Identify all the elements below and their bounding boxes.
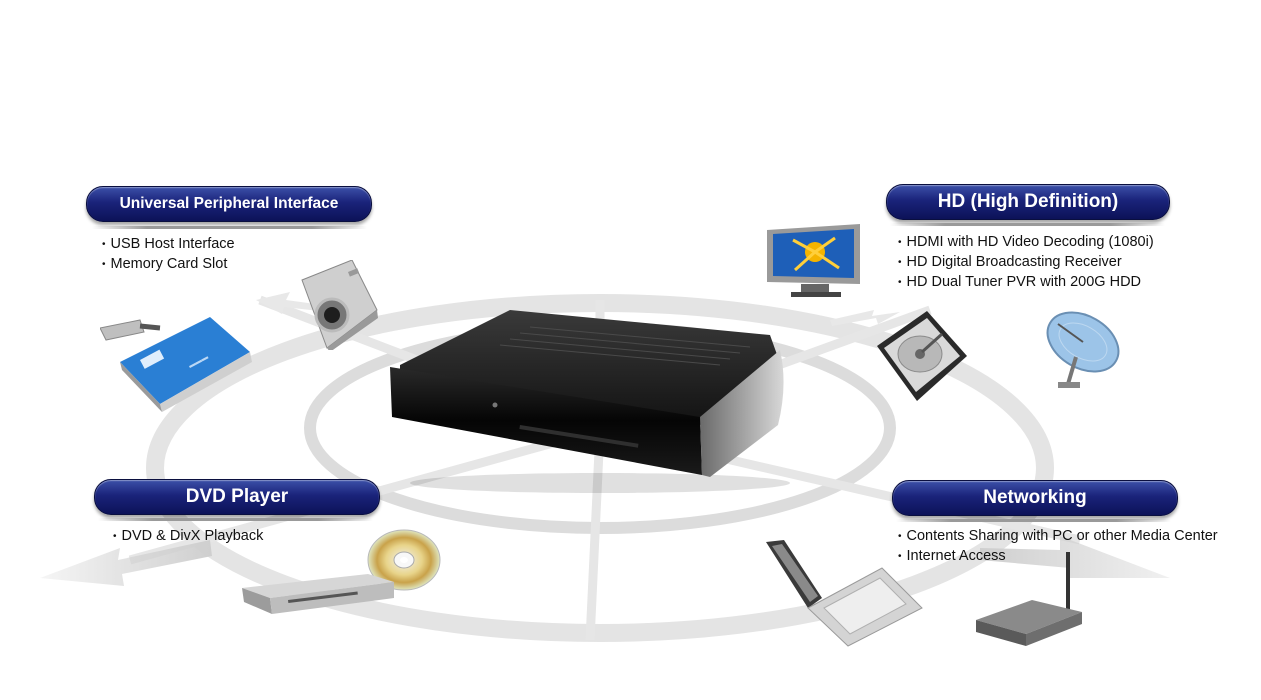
- hd-list: HDMI with HD Video Decoding (1080i) HD D…: [898, 233, 1154, 293]
- set-top-box-icon: [390, 310, 790, 493]
- dvd-player-icon: [242, 574, 394, 614]
- dvd-underline: [98, 518, 373, 521]
- top-right-arrow: [830, 310, 900, 326]
- left-arrow: [40, 540, 212, 586]
- list-item: USB Host Interface: [102, 235, 235, 255]
- list-item: Contents Sharing with PC or other Media …: [898, 527, 1218, 547]
- networking-title-pill: Networking: [892, 480, 1178, 516]
- list-item: HD Dual Tuner PVR with 200G HDD: [898, 273, 1154, 293]
- networking-underline: [896, 519, 1171, 522]
- hd-title-pill: HD (High Definition): [886, 184, 1170, 220]
- peripheral-underline: [92, 226, 367, 229]
- list-item: HDMI with HD Video Decoding (1080i): [898, 233, 1154, 253]
- dvd-title: DVD Player: [185, 486, 289, 507]
- dvd-disc-icon: [367, 529, 441, 591]
- peripheral-title: Universal Peripheral Interface: [119, 195, 339, 212]
- hd-title: HD (High Definition): [937, 191, 1119, 212]
- wifi-router-icon: [976, 552, 1082, 646]
- digital-camera-icon: [301, 260, 378, 350]
- hd-underline: [890, 223, 1165, 226]
- peripheral-list: USB Host Interface Memory Card Slot: [102, 235, 235, 275]
- laptop-icon: [766, 540, 923, 647]
- hard-drive-icon: [877, 311, 967, 401]
- networking-list: Contents Sharing with PC or other Media …: [898, 527, 1218, 567]
- dvd-list: DVD & DivX Playback: [113, 527, 264, 547]
- list-item: Memory Card Slot: [102, 255, 235, 275]
- dvd-title-pill: DVD Player: [94, 479, 380, 515]
- peripheral-title-pill: Universal Peripheral Interface: [86, 186, 372, 222]
- list-item: DVD & DivX Playback: [113, 527, 264, 547]
- flat-tv-icon: [767, 224, 860, 297]
- networking-title: Networking: [983, 487, 1087, 508]
- list-item: HD Digital Broadcasting Receiver: [898, 253, 1154, 273]
- list-item: Internet Access: [898, 547, 1218, 567]
- satellite-dish-icon: [1046, 311, 1120, 388]
- top-left-arrow: [256, 292, 330, 314]
- usb-card-reader-icon: ▬▬▬: [100, 317, 252, 412]
